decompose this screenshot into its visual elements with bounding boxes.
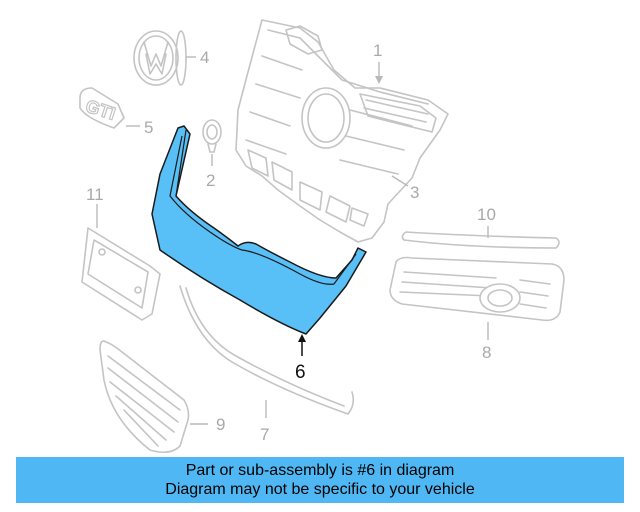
callout-1: 1: [373, 41, 382, 60]
callout-8: 8: [482, 343, 491, 362]
callout-10: 10: [477, 205, 496, 224]
part-5-gti-badge: GTI: [79, 87, 125, 129]
info-banner: Part or sub-assembly is #6 in diagram Di…: [16, 457, 624, 503]
part-4-vw-emblem: [133, 30, 187, 86]
callout-6: 6: [295, 362, 306, 383]
callout-2: 2: [206, 171, 215, 190]
banner-line-disclaimer: Diagram may not be specific to your vehi…: [165, 481, 475, 498]
parts-diagram: GTI: [79, 19, 565, 454]
part-11-plate-bracket: [81, 227, 161, 321]
part-1-upper-grille: [235, 19, 449, 243]
callout-labels: 1 2 3 4 5 6 7 8 9 10 11: [86, 41, 496, 444]
callout-11: 11: [86, 185, 104, 204]
banner-line-part: Part or sub-assembly is #6 in diagram: [185, 462, 455, 479]
callout-7: 7: [260, 425, 269, 444]
part-9-lower-grille: [99, 340, 190, 454]
callout-5: 5: [144, 118, 153, 137]
part-7-lower-molding: [179, 285, 355, 415]
part-2-clip: [202, 119, 222, 153]
part-10-trim-strip: [401, 231, 560, 249]
callout-4: 4: [200, 48, 209, 67]
part-8-fog-grille: [389, 256, 565, 322]
callout-leaders: [96, 56, 489, 425]
callout-3: 3: [410, 183, 419, 202]
part-6-grille-molding: [151, 125, 367, 335]
callout-9: 9: [216, 415, 225, 434]
